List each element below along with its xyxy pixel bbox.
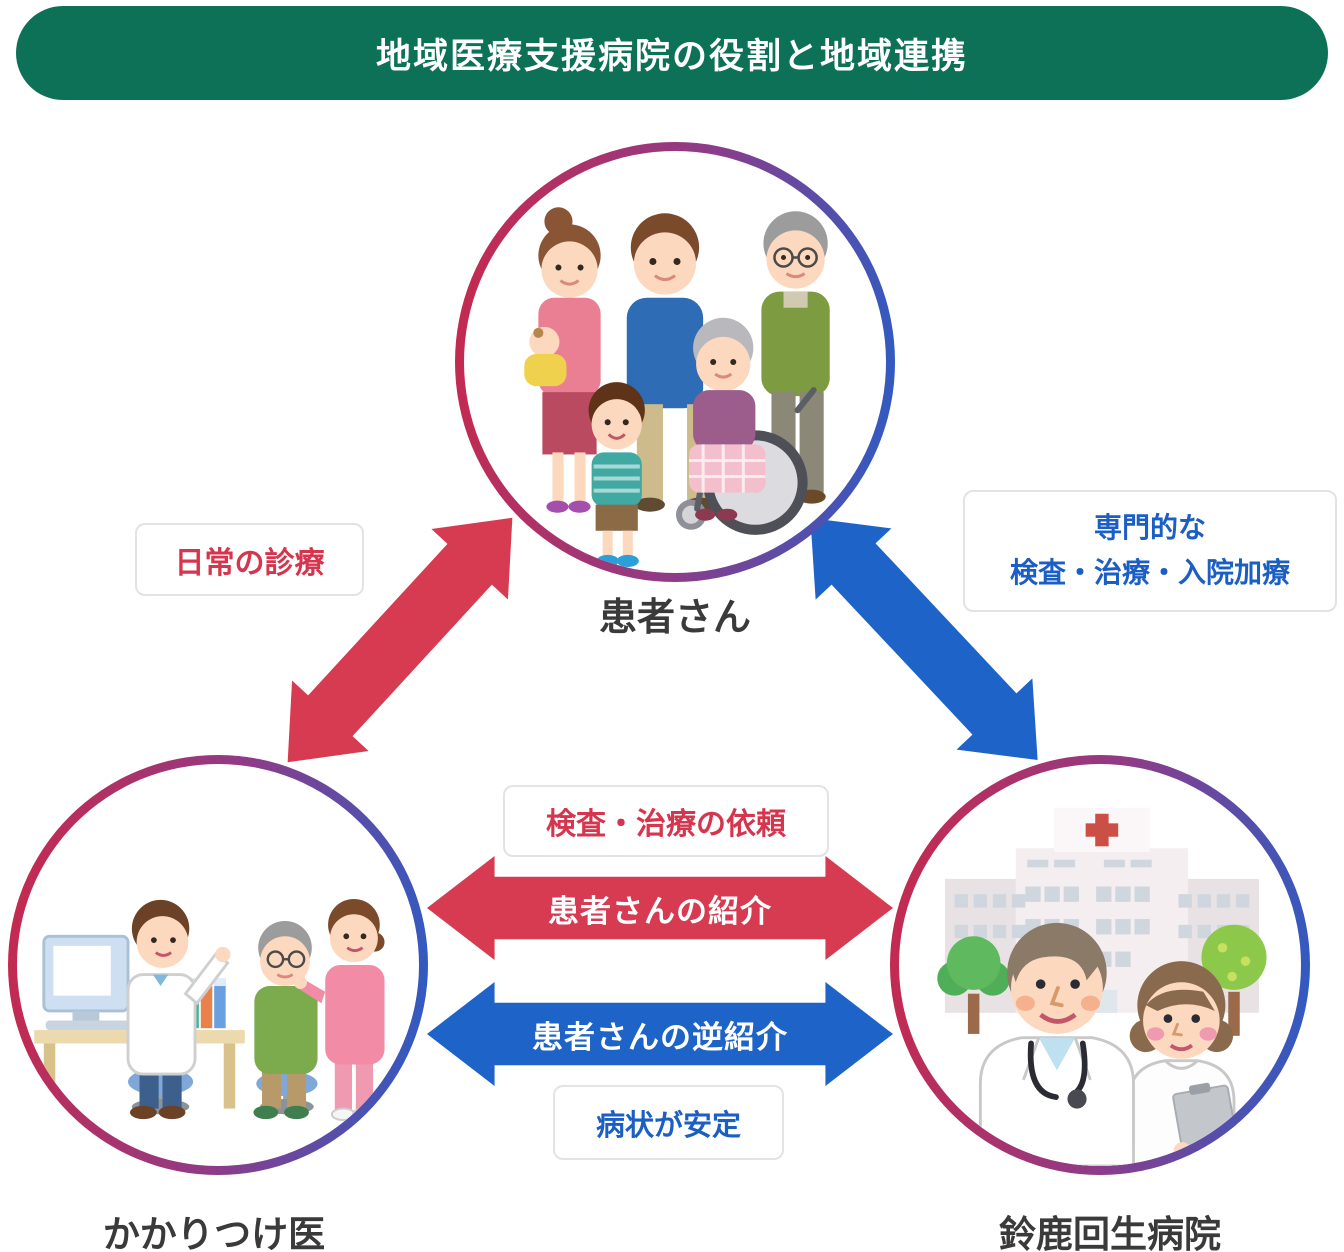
hospital-doctor-figure	[978, 922, 1135, 1166]
family-doctor-circle-inner	[17, 764, 419, 1166]
family-doctor-circle	[8, 755, 428, 1175]
title-bar: 地域医療支援病院の役割と地域連携	[16, 6, 1328, 100]
patient-circle-inner	[464, 151, 886, 573]
referral-arrow-label: 患者さんの紹介	[548, 893, 772, 929]
reverse-referral-arrow-label: 患者さんの逆紹介	[532, 1019, 788, 1055]
grandmother-wheelchair-figure	[676, 317, 817, 535]
referral-arrow: 患者さんの紹介	[427, 856, 893, 960]
reverse-referral-arrow: 患者さんの逆紹介	[427, 982, 893, 1086]
daily-care-label-box: 日常の診療	[135, 523, 364, 596]
referral-note-box: 検査・治療の依頼	[503, 785, 829, 857]
hospital-circle-inner	[899, 764, 1301, 1166]
right-tree	[1201, 924, 1267, 1036]
referral-note: 検査・治療の依頼	[546, 808, 786, 841]
family-doctor-label: かかりつけ医	[102, 1214, 326, 1252]
daily-care-label: 日常の診療	[174, 546, 325, 580]
hospital-circle	[890, 755, 1310, 1175]
family-illustration	[524, 207, 830, 567]
page-title: 地域医療支援病院の役割と地域連携	[375, 36, 968, 76]
elderly-patient-figure	[253, 920, 318, 1120]
specialized-care-label-box: 専門的な 検査・治療・入院加療	[963, 490, 1337, 612]
hospital-staff-illustration	[937, 808, 1267, 1166]
patient-circle	[455, 142, 895, 582]
clinic-consultation-illustration	[34, 898, 385, 1122]
stable-note: 病状が安定	[595, 1109, 741, 1142]
specialized-care-line2: 検査・治療・入院加療	[1009, 557, 1290, 588]
left-tree	[937, 936, 1011, 1034]
hospital-label: 鈴鹿回生病院	[999, 1214, 1221, 1252]
boy-figure	[588, 382, 645, 567]
patient-label: 患者さん	[598, 597, 751, 639]
specialized-care-line1: 専門的な	[1093, 512, 1206, 544]
stable-note-box: 病状が安定	[553, 1085, 784, 1160]
mother-and-baby-figure	[524, 207, 601, 513]
doctor-figure	[126, 899, 231, 1120]
